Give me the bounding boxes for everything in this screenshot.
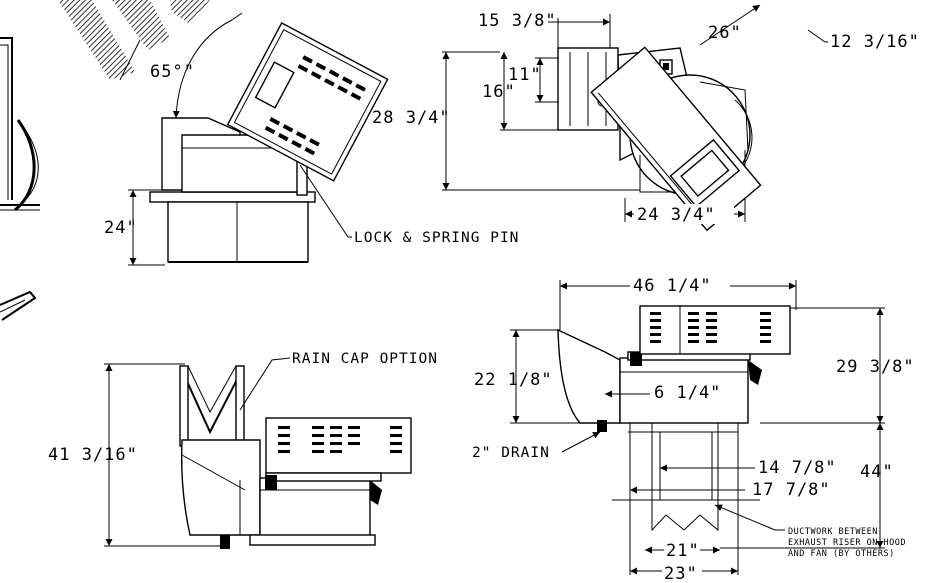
ductwork-note: DUCTWORK BETWEEN EXHAUST RISER ON HOOD A… <box>788 527 912 559</box>
height-right-label: 29 3/8" <box>836 357 915 377</box>
hinged-fan-view: 65°" 24" LOCK & <box>104 12 519 266</box>
base-height-label: 24" <box>104 218 138 238</box>
width-top-label: 15 3/8" <box>478 11 557 31</box>
height-11-label: 11" <box>508 65 542 85</box>
ductwork-note-line-3: AND FAN (BY OTHERS) <box>788 549 895 559</box>
drain-label: 2" DRAIN <box>472 445 550 461</box>
bottom-21-label: 21" <box>666 541 700 561</box>
riser-height-label: 44" <box>860 462 894 482</box>
top-view: 15 3/8" 28 3/4" 16" 11" <box>372 4 920 232</box>
width-12-label: 12 3/16" <box>830 32 920 52</box>
lock-pin-label: LOCK & SPRING PIN <box>354 230 519 246</box>
height-left-label: 22 1/8" <box>474 370 553 390</box>
side-view: 46 1/4" 22 1/8" 29 3/8" 44" <box>472 275 915 583</box>
duct-inner-label: 14 7/8" <box>758 458 837 478</box>
height-total-label: 28 3/4" <box>372 108 451 128</box>
rain-cap-height-label: 41 3/16" <box>48 445 138 465</box>
height-16-label: 16" <box>482 82 516 102</box>
rain-cap-view: 41 3/16" RAIN CAP OPTION <box>48 351 438 549</box>
angle-label: 65°" <box>150 62 195 82</box>
depth-6-label: 6 1/4" <box>654 383 721 403</box>
duct-outer-label: 17 7/8" <box>752 480 831 500</box>
hatched-stripes <box>58 0 210 81</box>
rain-cap-label: RAIN CAP OPTION <box>292 351 438 367</box>
left-edge-fragment <box>0 37 40 321</box>
ductwork-note-line-2: EXHAUST RISER ON HOOD <box>788 538 906 548</box>
ductwork-note-line-1: DUCTWORK BETWEEN <box>788 527 878 537</box>
width-total-label: 46 1/4" <box>633 276 712 296</box>
width-bottom-label: 24 3/4" <box>637 205 716 225</box>
diag-26-label: 26" <box>708 23 742 43</box>
bottom-23-label: 23" <box>664 564 698 583</box>
